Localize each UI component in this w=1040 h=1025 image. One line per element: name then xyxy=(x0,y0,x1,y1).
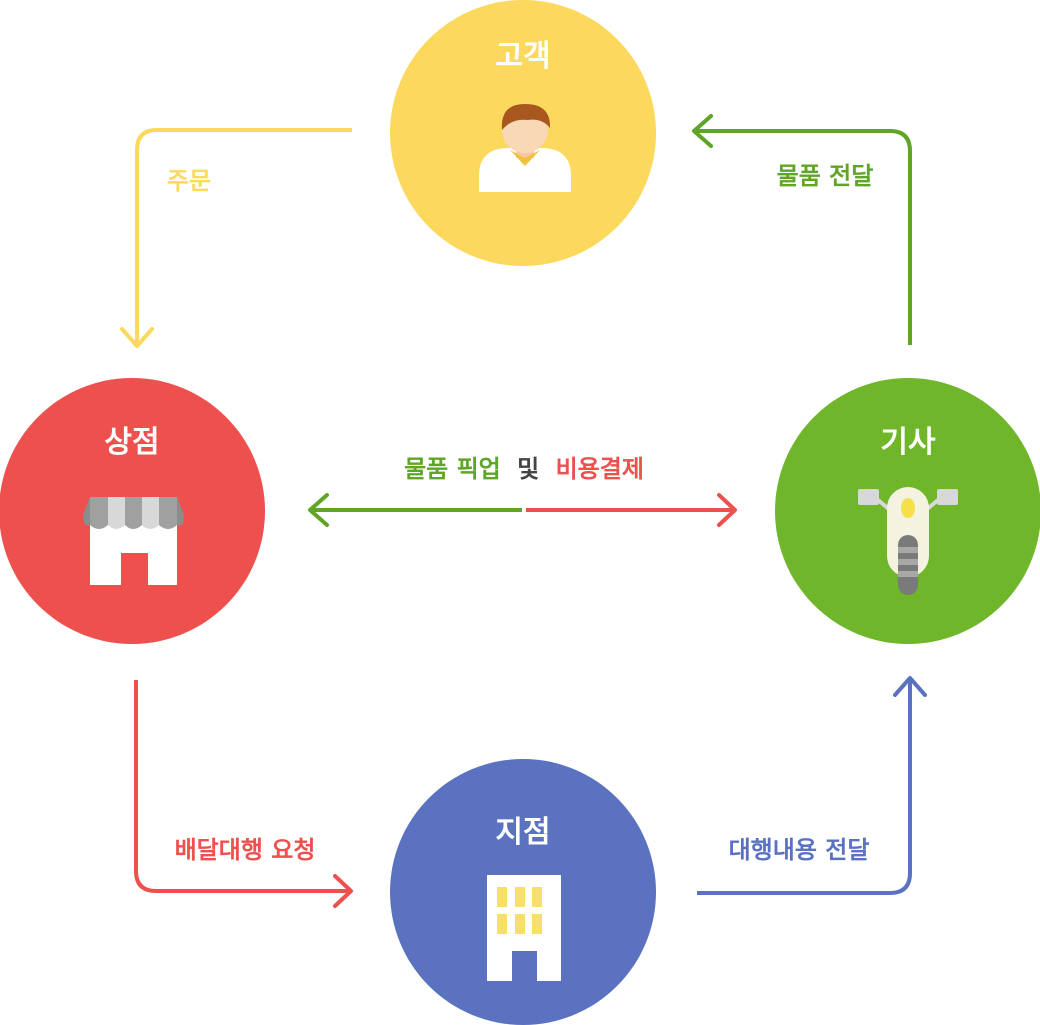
request-arrow-line xyxy=(134,680,349,893)
storefront-icon xyxy=(83,497,184,585)
deliver-goods-arrow-line xyxy=(695,129,912,345)
scooter-icon xyxy=(858,487,958,595)
forward-arrow-line xyxy=(697,680,912,895)
payment-label: 비용결제 xyxy=(556,455,644,483)
person-icon xyxy=(479,104,571,192)
order-arrow-line xyxy=(135,128,352,344)
edge-deliver-goods: 물품 전달 xyxy=(692,114,912,345)
node-rider: 기사 xyxy=(775,378,1040,644)
store-title: 상점 xyxy=(104,425,159,460)
pickup-payment-label: 물품 픽업 및 비용결제 xyxy=(404,455,644,483)
node-customer: 고객 xyxy=(390,0,656,266)
deliver-goods-arrowhead xyxy=(692,114,713,148)
request-label: 배달대행 요청 xyxy=(175,836,316,864)
node-store: 상점 xyxy=(0,378,265,644)
branch-title: 지점 xyxy=(495,815,550,850)
forward-arrowhead xyxy=(893,676,927,697)
office-building-icon xyxy=(487,875,561,981)
pickup-arrowhead xyxy=(308,493,329,527)
order-arrowhead xyxy=(120,327,154,348)
deliver-goods-label: 물품 전달 xyxy=(777,162,874,190)
node-branch: 지점 xyxy=(390,759,656,1025)
customer-title: 고객 xyxy=(495,39,550,74)
and-label: 및 xyxy=(517,455,539,483)
edge-delivery-request: 배달대행 요청 xyxy=(134,680,353,908)
forward-label: 대행내용 전달 xyxy=(729,836,870,864)
edge-forward-details: 대행내용 전달 xyxy=(697,676,927,895)
payment-arrowhead xyxy=(717,493,737,527)
order-label: 주문 xyxy=(167,167,211,195)
edge-pickup-payment: 물품 픽업 및 비용결제 xyxy=(308,455,737,527)
pickup-label: 물품 픽업 xyxy=(404,455,501,483)
request-arrowhead xyxy=(333,874,353,908)
rider-title: 기사 xyxy=(880,425,936,460)
edge-order: 주문 xyxy=(120,128,352,348)
